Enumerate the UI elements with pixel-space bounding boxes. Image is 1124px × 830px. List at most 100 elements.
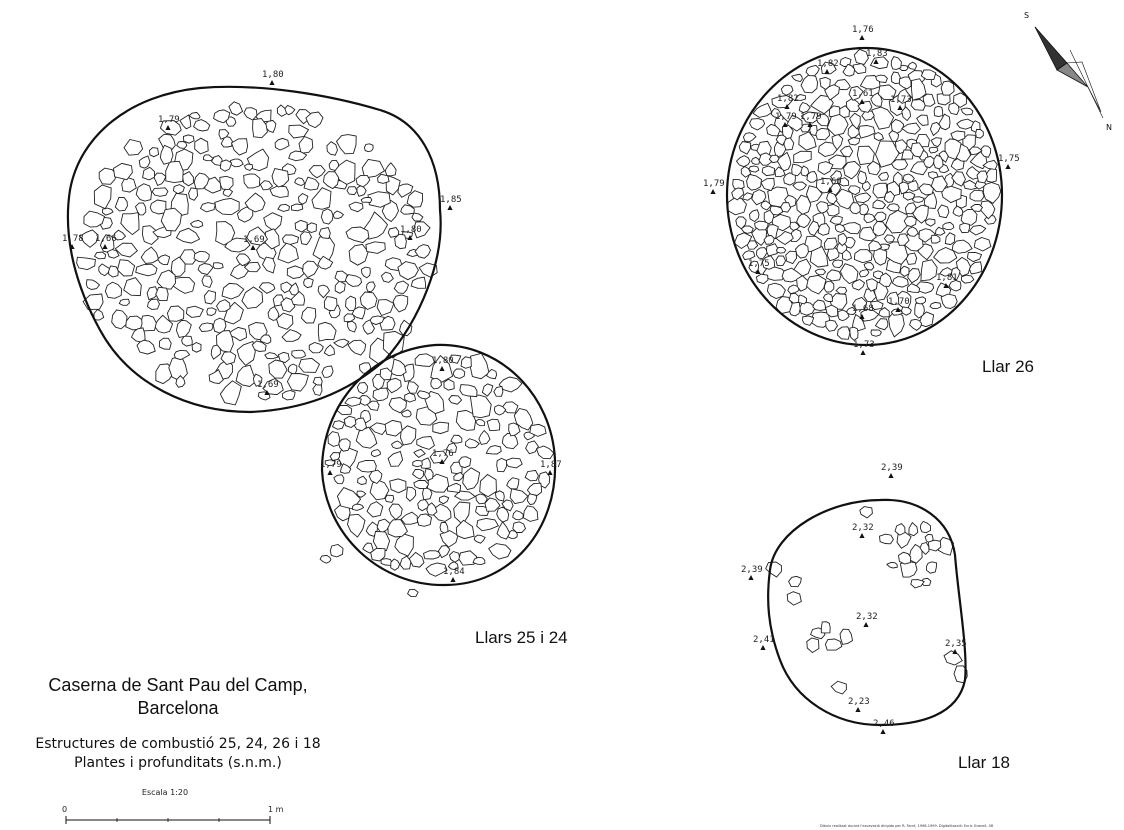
stone (365, 241, 386, 254)
stone (397, 261, 419, 281)
stone (123, 138, 144, 156)
stone (159, 144, 174, 165)
stone (303, 176, 320, 191)
stones-llar-26 (727, 48, 1002, 341)
stone (317, 321, 337, 342)
stone (868, 240, 883, 252)
stone (929, 121, 942, 137)
scale-end: 1 m (268, 805, 284, 814)
stone (104, 281, 123, 299)
elevation-marker-icon (827, 187, 833, 192)
elevation-label: 1,66 (95, 234, 117, 244)
stone (943, 650, 963, 666)
stone (822, 293, 833, 302)
stone (277, 203, 291, 212)
stone (503, 457, 523, 469)
stone (740, 225, 754, 234)
stone (950, 130, 966, 142)
stone (412, 459, 423, 468)
elevation-label: 1,75 (998, 154, 1020, 164)
stone (438, 495, 450, 505)
stone (938, 113, 951, 131)
stone (116, 259, 136, 277)
stone (453, 471, 464, 482)
stone (795, 243, 809, 259)
stone (113, 229, 127, 241)
stone (159, 120, 182, 136)
stone (197, 263, 214, 276)
stones-llar-24 (319, 352, 555, 598)
elevation-marker-icon (547, 470, 553, 475)
stone (333, 338, 350, 349)
stone (261, 256, 276, 274)
title-line-1: Caserna de Sant Pau del Camp, (48, 675, 307, 695)
stone (156, 269, 176, 290)
stone (305, 111, 324, 129)
stone (508, 422, 521, 437)
stone (886, 291, 900, 306)
outline-llar-18 (767, 498, 967, 727)
stone (901, 149, 914, 160)
stone (271, 167, 290, 188)
stone (194, 137, 209, 155)
stone (331, 420, 346, 430)
stone (274, 137, 290, 151)
stone (478, 429, 491, 445)
stone (175, 227, 201, 244)
stone (910, 99, 927, 111)
elevation-label: 1,80 (262, 70, 284, 80)
stone (176, 141, 188, 149)
stone (439, 522, 449, 534)
stone (455, 409, 477, 431)
stone (469, 394, 492, 419)
stone (806, 637, 820, 654)
stone (823, 280, 835, 293)
stone (512, 521, 527, 533)
stone (796, 275, 809, 292)
stone (344, 274, 362, 287)
stone (158, 337, 172, 350)
stone (400, 409, 412, 418)
stone (512, 510, 524, 521)
stone (288, 150, 308, 162)
stone (476, 517, 500, 532)
stone (188, 111, 201, 120)
stone (891, 276, 909, 288)
stone (426, 502, 438, 516)
stone (824, 638, 843, 651)
stone (793, 150, 812, 163)
stone (916, 114, 929, 126)
stone (956, 118, 975, 130)
stone (894, 523, 906, 536)
outline-llar-24 (320, 343, 557, 587)
stone (856, 145, 875, 166)
stone (796, 212, 812, 229)
elevation-marker-icon (859, 533, 865, 538)
stone (783, 137, 795, 151)
stone (120, 212, 140, 236)
stone (980, 145, 992, 158)
stone (298, 357, 321, 373)
stone (326, 141, 338, 156)
stone (287, 363, 298, 375)
elevation-marker-icon (888, 473, 894, 478)
stone (742, 132, 757, 143)
credit-line: Dibuix realitzat durant l'excavació diri… (820, 824, 993, 828)
stone (897, 88, 913, 104)
stone (923, 191, 938, 209)
stone (414, 244, 432, 259)
stone (382, 330, 405, 359)
stone (370, 449, 382, 458)
stone (430, 377, 442, 390)
stone (114, 242, 138, 258)
elevation-label: 1,80 (400, 225, 422, 235)
stone (735, 216, 747, 230)
stone (188, 187, 199, 201)
stone (879, 533, 894, 545)
elevation-label: 1,76 (432, 449, 454, 459)
label-llars-25-24: Llars 25 i 24 (475, 628, 568, 647)
scale-start: 0 (62, 805, 67, 814)
stone (368, 469, 383, 485)
stone (352, 503, 365, 511)
